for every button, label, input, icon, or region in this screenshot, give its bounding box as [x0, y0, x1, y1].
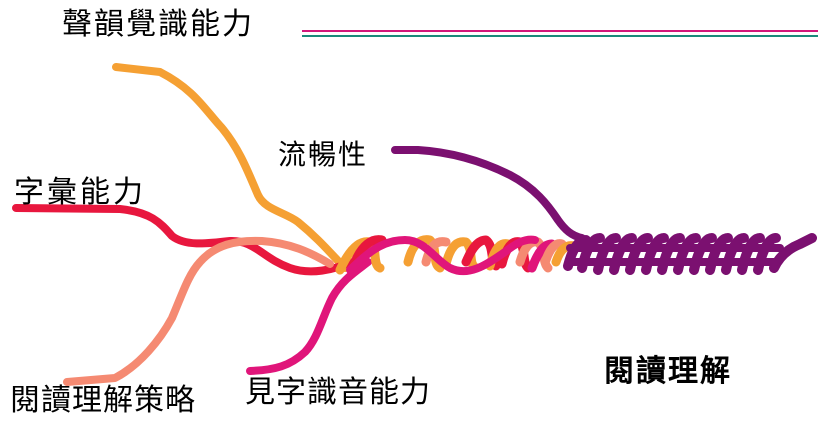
strand-phonological	[112, 63, 349, 272]
label-reading-comprehension: 閱讀理解	[604, 354, 732, 389]
label-word-recognition: 見字識音能力	[245, 375, 431, 410]
title-rule-bottom	[302, 35, 818, 37]
rope-purple-coils	[563, 233, 817, 275]
label-phonological-awareness: 聲韻覺識能力	[62, 7, 254, 42]
strand-word-recognition	[246, 258, 372, 375]
label-comprehension-strategies: 閱讀理解策略	[10, 383, 196, 418]
title-rule-top	[302, 30, 818, 32]
rope-mixed-section	[335, 235, 579, 276]
strand-strategies	[63, 236, 334, 386]
label-fluency: 流暢性	[278, 138, 369, 171]
label-vocabulary: 字彙能力	[14, 175, 146, 210]
strand-fluency	[391, 146, 586, 242]
strand-vocabulary	[12, 204, 354, 276]
